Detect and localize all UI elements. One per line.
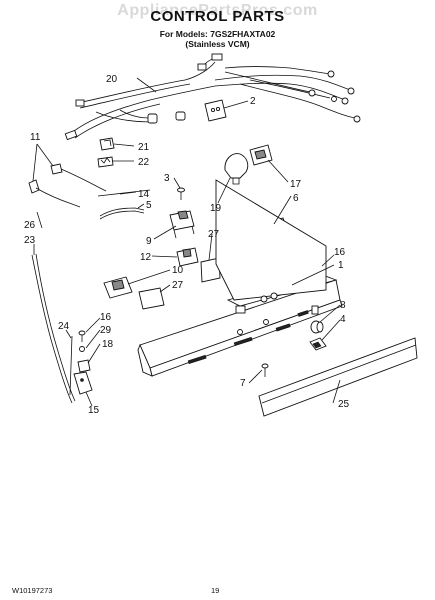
leader-lines [32,77,341,407]
callout-12: 12 [140,252,152,263]
part-27-pad-lower [138,287,165,310]
part-17-socket [249,144,273,166]
callout-7: 7 [240,378,246,389]
callout-29: 29 [100,325,112,336]
part-23-tube [31,253,76,404]
part-12-bracket [176,247,199,267]
callout-23: 23 [24,235,36,246]
callout-16b: 16 [100,312,112,323]
callout-11: 11 [30,132,41,143]
watermark: AppliancePartsPros.com [117,2,318,19]
callout-14: 14 [138,189,150,200]
part-19-lamp [224,153,249,185]
callout-10: 10 [172,265,184,276]
part-14-rod [97,189,151,197]
part-15-bracket [73,371,93,395]
part-7-screw [261,363,269,377]
part-8-knob [310,320,324,334]
models-line: For Models: 7GS2FHAXTA02 [159,29,276,39]
part-16-screw [78,330,86,342]
callout-15: 15 [88,405,100,416]
callout-26: 26 [24,220,36,231]
part-24-strip [69,335,73,396]
callout-4: 4 [340,314,346,325]
callout-9: 9 [146,236,152,247]
part-27-pad-upper [200,257,221,283]
part-10-bracket [103,276,133,299]
part-11-sensor [28,163,107,208]
wire-harness [64,53,361,141]
callout-20: 20 [106,74,118,85]
callout-3: 3 [164,173,170,184]
page-number: 19 [211,586,220,595]
callout-6: 6 [293,193,299,204]
callout-2: 2 [250,96,256,107]
callout-18: 18 [102,339,114,350]
callout-27a: 27 [208,229,220,240]
variant-line: (Stainless VCM) [185,39,250,49]
part-9-switch [169,210,195,239]
callout-8: 8 [340,300,346,311]
part-21-clip [99,137,115,151]
part-4-switch [309,337,327,351]
callout-25: 25 [338,399,350,410]
callout-labels: 20 2 11 21 22 3 14 5 17 19 6 26 23 9 27 … [24,74,350,416]
callout-1: 1 [338,260,344,271]
part-2-plate [204,99,227,122]
page-title: CONTROL PARTS [150,8,285,25]
callout-16a: 16 [334,247,346,258]
callout-17: 17 [290,179,302,190]
callout-22: 22 [138,157,150,168]
document-number: W10197273 [12,586,53,595]
part-29-washer [79,346,85,352]
part-5-tube [99,207,145,220]
callout-27b: 27 [172,280,184,291]
part-18-clip [77,359,91,373]
part-22-clip [97,156,114,168]
callout-19: 19 [210,203,222,214]
part-1-control-housing [137,179,343,377]
part-3-screw [177,187,185,200]
callout-24: 24 [58,321,70,332]
part-25-trim-strip [258,337,418,417]
callout-5: 5 [146,200,152,211]
callout-21: 21 [138,142,150,153]
